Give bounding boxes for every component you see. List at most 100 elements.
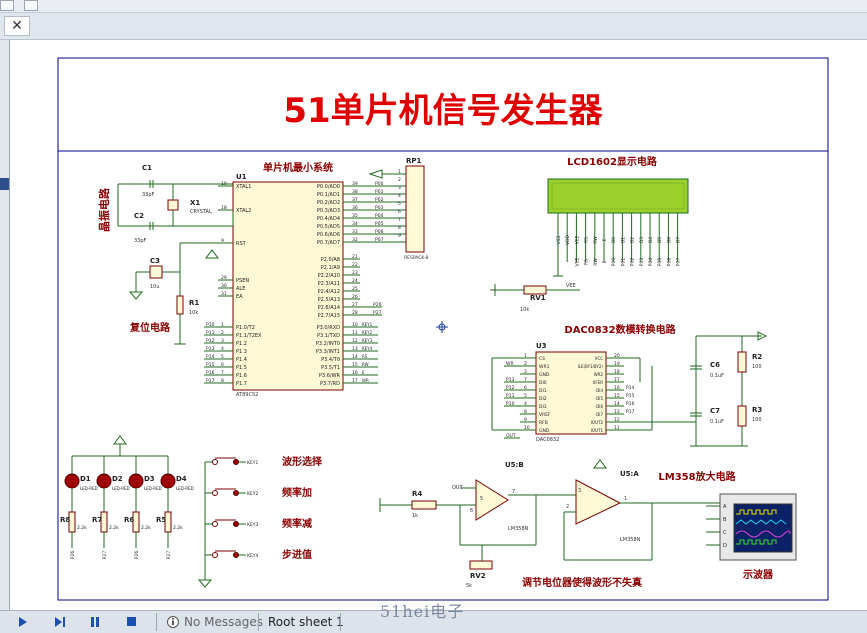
scope-channel-label: C bbox=[723, 530, 727, 536]
mcu-pin-number: 3 bbox=[221, 338, 224, 344]
reset-circuit[interactable]: C3 10u R1 10k bbox=[128, 242, 233, 345]
schematic-canvas[interactable]: 51单片机信号发生器 单片机最小系统 LCD1602显示电路 DAC0832数模… bbox=[10, 40, 867, 610]
close-tab-icon[interactable]: ✕ bbox=[4, 16, 30, 36]
led-type: LED-RED bbox=[176, 486, 194, 491]
dac-pin-number: 4 bbox=[524, 401, 527, 407]
mcu-net-label: P16 bbox=[206, 370, 215, 376]
crystal-circuit[interactable]: C1 33pF C2 33pF X1 CRYSTAL bbox=[117, 164, 234, 244]
dac-pin-number: 18 bbox=[614, 369, 620, 375]
vcc-arrow-icon bbox=[205, 249, 219, 259]
toolbar-button[interactable] bbox=[0, 0, 14, 11]
potentiometer-rv2 bbox=[469, 560, 493, 570]
dac-pin-name: DI0 bbox=[539, 380, 547, 386]
dac-net-label: P14 bbox=[626, 385, 635, 391]
mcu-net-label: P04 bbox=[375, 213, 384, 219]
mcu-pin-number: 7 bbox=[221, 370, 224, 376]
mcu-pin-name: P2.2/A10 bbox=[318, 273, 340, 279]
pause-icon[interactable] bbox=[88, 611, 102, 633]
lcd-pin-name: D2 bbox=[630, 237, 636, 243]
watermark: 51hei电子 bbox=[380, 602, 465, 621]
c1-ref: C1 bbox=[142, 164, 152, 172]
mcu-pin-number: 29 bbox=[221, 275, 227, 281]
mcu-pin-number: 26 bbox=[352, 294, 358, 300]
mcu-pin-name: P1.1/T2EX bbox=[236, 333, 262, 339]
mcu-pin-number: 28 bbox=[352, 310, 358, 316]
vcc-arrow-icon bbox=[113, 435, 127, 445]
lcd-pin-name: E bbox=[602, 238, 608, 241]
mcu-pin-number: 15 bbox=[352, 362, 358, 368]
dac-net-label: P13 bbox=[506, 377, 515, 383]
dac-pin-name: DI4 bbox=[596, 388, 603, 393]
led-net-label: P27 bbox=[102, 551, 108, 560]
c2-value: 33pF bbox=[134, 238, 147, 244]
respack-pin-number: 2 bbox=[398, 177, 401, 183]
led-indicators[interactable]: D1LED-REDD2LED-REDD3LED-REDD4LED-REDR82.… bbox=[60, 435, 194, 560]
lm358-amplifier[interactable]: R4 1k OUT U5:B LM358N U5:A LM358N RV2 5k… bbox=[379, 459, 720, 589]
mcu-pin-number: 33 bbox=[352, 229, 358, 235]
mcu-pin-name: P0.0/AD0 bbox=[317, 184, 340, 190]
dac-ref: U3 bbox=[536, 342, 547, 350]
c1-value: 33pF bbox=[142, 192, 155, 198]
output-filter[interactable]: C6 0.1uF C7 0.1uF R2 100 R3 100 bbox=[606, 331, 768, 447]
toolbar bbox=[0, 0, 867, 13]
mcu-net-label: P00 bbox=[375, 181, 384, 187]
mcu-pin-name: P3.6/WR bbox=[319, 373, 341, 379]
step-icon[interactable] bbox=[52, 611, 68, 633]
x1-ref: X1 bbox=[190, 199, 200, 207]
lcd-screen bbox=[547, 178, 689, 214]
respack-pin-number: 5 bbox=[398, 201, 401, 207]
led-icon bbox=[96, 473, 112, 489]
messages-status[interactable]: No Messages bbox=[184, 615, 263, 629]
lcd-net-label: E bbox=[602, 260, 608, 263]
lcd-pin-name: D1 bbox=[620, 237, 626, 243]
mcu-pin-name: P1.0/T2 bbox=[236, 325, 255, 331]
mcu-pin-name: P0.2/AD2 bbox=[317, 200, 340, 206]
toolbar-export-button[interactable] bbox=[24, 0, 38, 11]
dac-net-label: P12 bbox=[506, 385, 515, 391]
mcu-pin-number: 24 bbox=[352, 278, 358, 284]
stop-icon[interactable] bbox=[124, 611, 138, 633]
switch-contact bbox=[233, 552, 239, 558]
mcu-net-label: RS bbox=[362, 354, 368, 359]
vcc-arrow-icon bbox=[757, 331, 768, 341]
play-icon[interactable] bbox=[16, 611, 30, 633]
led-resistor-ref: R8 bbox=[60, 516, 70, 524]
ground-icon bbox=[128, 291, 144, 300]
r1-value: 10k bbox=[189, 310, 198, 316]
status-bar: No Messages Root sheet 1 bbox=[0, 610, 867, 633]
schematic-drawing[interactable]: 51单片机信号发生器 单片机最小系统 LCD1602显示电路 DAC0832数模… bbox=[10, 40, 867, 610]
dac0832[interactable]: U3 DAC0832 1CS2WR13GND7DI06DI15DI24DI38V… bbox=[491, 342, 641, 443]
mcu-left-pins: 19XTAL118XTAL29RST29PSEN30ALE31EA1P1.0/T… bbox=[204, 181, 262, 387]
mcu-u1[interactable]: U1 AT89C52 19XTAL118XTAL29RST29PSEN30ALE… bbox=[204, 173, 406, 398]
switch-contact bbox=[212, 490, 218, 496]
mcu-pin-number: 10 bbox=[352, 322, 358, 328]
dac-pin-name: DI3 bbox=[539, 404, 547, 410]
mcu-ref: U1 bbox=[236, 173, 247, 181]
sheet-indicator: Root sheet 1 bbox=[268, 615, 344, 629]
mcu-pin-name: P2.6/A14 bbox=[318, 305, 340, 311]
led-ref: D4 bbox=[176, 475, 187, 483]
switch-contact bbox=[233, 490, 239, 496]
dac-pin-name: GND bbox=[539, 428, 550, 434]
mcu-pin-name: P2.0/A8 bbox=[321, 257, 340, 263]
led-icon bbox=[128, 473, 144, 489]
led-icon bbox=[160, 473, 176, 489]
dac-pin-name: IOUT1 bbox=[591, 428, 604, 433]
mcu-pin-name: EA bbox=[236, 294, 243, 300]
respack-pin-number: 6 bbox=[398, 209, 401, 215]
mcu-net-label: KEY3 bbox=[362, 338, 373, 343]
led-net-label: P27 bbox=[166, 551, 172, 560]
mcu-net-label: P17 bbox=[206, 378, 215, 384]
dac-pin-name: DI1 bbox=[539, 388, 547, 394]
mcu-pin-number: 11 bbox=[352, 330, 358, 336]
dac-body bbox=[535, 351, 607, 435]
mcu-pin-name: PSEN bbox=[236, 278, 249, 284]
scope-label: 示波器 bbox=[743, 568, 774, 581]
scope-channel-label: D bbox=[723, 543, 727, 549]
mcu-pin-name: P0.3/AD3 bbox=[317, 208, 340, 214]
